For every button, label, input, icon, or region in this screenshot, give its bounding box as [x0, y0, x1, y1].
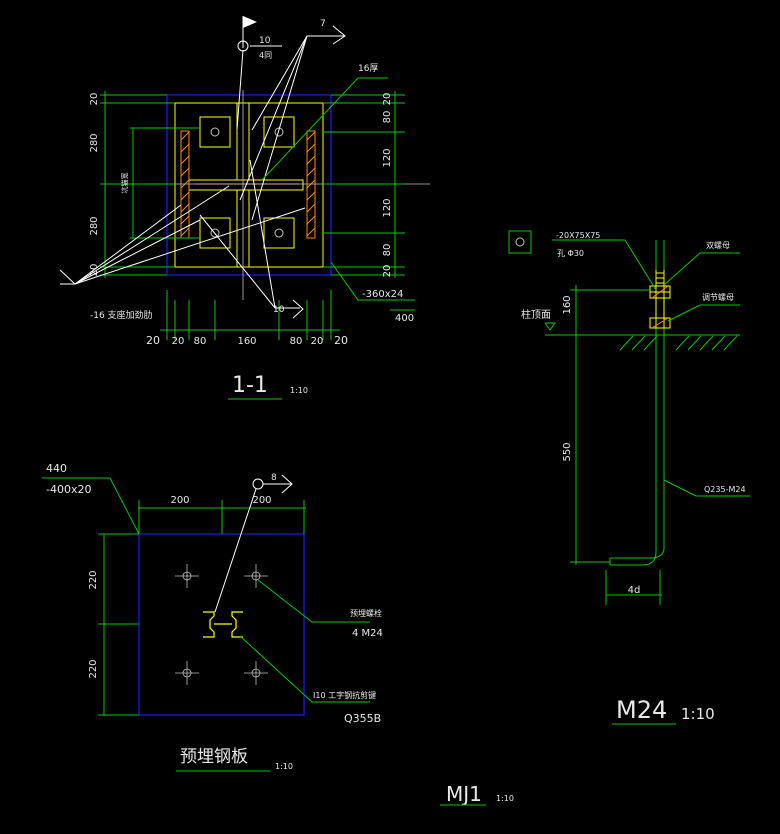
embed-total-dim: 440: [46, 462, 67, 475]
embed-left-dim-1: 220: [88, 570, 99, 589]
footer-scale: 1:10: [496, 794, 514, 803]
double-nut-label: 双螺母: [706, 240, 730, 250]
plate-label: -360x24: [362, 289, 403, 300]
bottom-dim-3: 80: [194, 336, 207, 347]
nut-hatch: [651, 285, 669, 329]
bolt-m24-view: 柱顶面 160 550 4d -20X75X75 孔 Φ30 双螺母 调节螺母 …: [508, 230, 750, 725]
embed-left-dim-2: 220: [88, 659, 99, 678]
side-stiffener-left: [180, 130, 190, 239]
anchor-bolt-squares: [199, 116, 295, 249]
adjust-nut-label: 调节螺母: [702, 292, 734, 302]
left-dim-3: 280: [89, 216, 100, 235]
bottom-dimension-chain: [160, 290, 415, 340]
bolt-dim-length: 550: [562, 442, 573, 461]
adjust-nut: [649, 317, 671, 329]
shear-key-material: Q355B: [344, 712, 381, 725]
bolt-thread: [655, 270, 665, 328]
drawing-footer: MJ1 1:10: [440, 782, 514, 806]
callout-7: 7: [320, 19, 326, 29]
hole-label: 孔 Φ30: [557, 249, 584, 258]
bottom-dim-5: 80: [290, 336, 303, 347]
bolt-label: 预埋螺栓: [350, 608, 382, 618]
column-top-ground: [544, 322, 740, 351]
embed-callout: [214, 474, 293, 613]
callout-arrow-bottom: [292, 299, 304, 319]
embed-plate-label: -400x20: [46, 483, 91, 496]
left-dim-2: 280: [89, 133, 100, 152]
footer-title: MJ1: [446, 782, 482, 806]
callout-arrow-right: [332, 25, 346, 45]
leader-lines: [59, 35, 345, 309]
bolt-dim-top: 160: [562, 295, 573, 314]
embed-callout-num: 8: [271, 473, 277, 483]
bottom-dim-7: 20: [334, 334, 348, 347]
washer-label: -20X75X75: [556, 231, 600, 240]
bottom-callout: 10: [273, 305, 285, 315]
column-top-label: 柱顶面: [521, 308, 551, 321]
left-mid-label: 坑锚宽: [120, 173, 129, 194]
plate-width: 400: [395, 313, 414, 324]
section-flag: [237, 16, 282, 52]
right-dim-2: 80: [382, 111, 393, 124]
section-1-1: 20 280 280 20 坑锚宽 20 80 120 120 80 20: [59, 16, 430, 400]
right-dimension-chain: [323, 91, 405, 278]
embed-leaders: [239, 579, 370, 703]
bolt-scale: 1:10: [681, 705, 715, 723]
right-dim-6: 20: [382, 265, 393, 278]
embed-dim-lines: [42, 477, 306, 716]
bolt-title: M24: [616, 696, 667, 724]
bottom-dim-6: 20: [311, 336, 324, 347]
bolt-dim-lines: [570, 285, 662, 605]
material-label: Q235-M24: [704, 485, 746, 494]
right-dim-1: 20: [382, 93, 393, 106]
embed-top-dim-2: 200: [252, 495, 271, 506]
shear-key-label: I10 工字钢抗剪键: [313, 690, 376, 700]
shear-key-i-section: [203, 611, 243, 638]
bottom-dim-1: 20: [146, 334, 160, 347]
section-scale: 1:10: [290, 386, 308, 395]
bolt-hook-dim: 4d: [628, 585, 641, 596]
thickness-leader: [261, 77, 388, 181]
bolt-leaders: [552, 239, 750, 497]
ref-bubble-number: 10: [259, 36, 271, 46]
right-dim-5: 80: [382, 244, 393, 257]
left-dimension-chain: [100, 91, 200, 278]
right-dim-4: 120: [382, 198, 393, 217]
bottom-dim-2: 20: [172, 336, 185, 347]
bolt-spec: 4 M24: [352, 628, 383, 639]
right-dim-3: 120: [382, 148, 393, 167]
embed-plate-view: 440 -400x20 200 200 220 220 8 预埋螺栓 4 M24…: [42, 462, 383, 772]
section-title: 1-1: [232, 373, 268, 398]
embed-title: 预埋钢板: [180, 747, 248, 767]
bottom-dim-4: 160: [237, 336, 256, 347]
ref-note: 4同: [259, 51, 272, 60]
side-stiffener-right: [306, 130, 316, 239]
washer-hole: [515, 237, 525, 247]
anchor-bolt-holes: [210, 127, 284, 238]
left-dim-1: 20: [89, 93, 100, 106]
plate-label-leader: [330, 261, 415, 301]
thickness-label: 16厚: [358, 63, 378, 74]
bolt-crosshairs: [175, 564, 268, 685]
stiffener-label: -16 支座加劲肋: [90, 309, 153, 321]
embed-scale: 1:10: [275, 762, 293, 771]
washer-symbol: [508, 230, 532, 254]
embed-top-dim-1: 200: [170, 495, 189, 506]
